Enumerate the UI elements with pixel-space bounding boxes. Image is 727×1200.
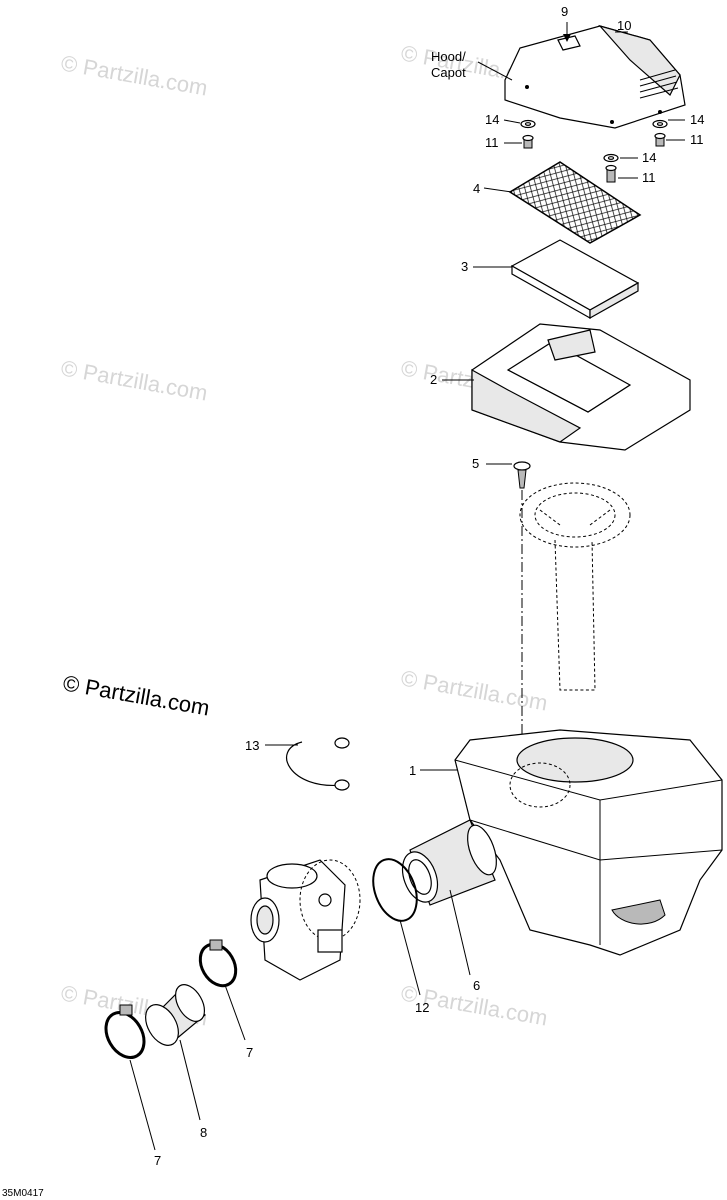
carburetor (250, 859, 361, 981)
part-10-hood (504, 24, 686, 129)
callout-11c: 11 (690, 132, 704, 147)
part-12-ring (372, 858, 418, 922)
callout-hood: Hood/ (431, 49, 466, 64)
part-5-rivet (513, 461, 531, 489)
callout-14a: 14 (485, 112, 499, 127)
part-1-silencer (454, 729, 723, 956)
watermark-main: © Partzilla.com (61, 670, 211, 720)
leader-7b (224, 984, 246, 1041)
callout-1: 1 (409, 763, 416, 778)
leader-12 (399, 919, 421, 996)
part-7-clamp-lower (104, 1004, 146, 1059)
callout-14c: 14 (690, 112, 704, 127)
callout-10: 10 (617, 18, 631, 33)
callout-11a: 11 (485, 135, 499, 150)
leader-7a (129, 1059, 156, 1151)
leader-6 (449, 889, 471, 976)
callout-5: 5 (472, 456, 479, 471)
callout-4: 4 (473, 181, 480, 196)
callout-capot: Capot (431, 65, 466, 80)
callout-6: 6 (473, 978, 480, 993)
arrowhead-9 (563, 34, 571, 42)
callout-3: 3 (461, 259, 468, 274)
fasteners (520, 119, 668, 183)
watermark-mid-left: © Partzilla.com (59, 355, 209, 405)
part-2-housing (471, 323, 691, 451)
watermark-lower-right: © Partzilla.com (399, 665, 549, 715)
part-8-adaptor (145, 984, 206, 1046)
leader-hood (477, 61, 513, 81)
part-6-boot (401, 819, 497, 906)
leader-8 (179, 1039, 201, 1121)
callout-11b: 11 (642, 170, 656, 185)
callout-8: 8 (200, 1125, 207, 1140)
part-7-clamp-upper (198, 939, 238, 988)
callout-7-upper: 7 (246, 1045, 253, 1060)
callout-14b: 14 (642, 150, 656, 165)
part-13-strap (286, 737, 350, 791)
callout-12: 12 (415, 1000, 429, 1015)
callout-2: 2 (430, 372, 437, 387)
leader-14a (503, 119, 521, 124)
callouts: 9 10 Hood/ Capot 14 11 14 11 14 11 4 3 2… (154, 4, 704, 1168)
part-3-filter (510, 239, 640, 320)
watermark-top-left: © Partzilla.com (59, 50, 209, 100)
callout-7-lower: 7 (154, 1153, 161, 1168)
leader-4 (483, 187, 513, 193)
diagram-code: 35M0417 (2, 1188, 44, 1199)
part-4-screen (508, 161, 642, 244)
callout-13: 13 (245, 738, 259, 753)
callout-9: 9 (561, 4, 568, 19)
intake-tube-dashed (519, 482, 631, 691)
